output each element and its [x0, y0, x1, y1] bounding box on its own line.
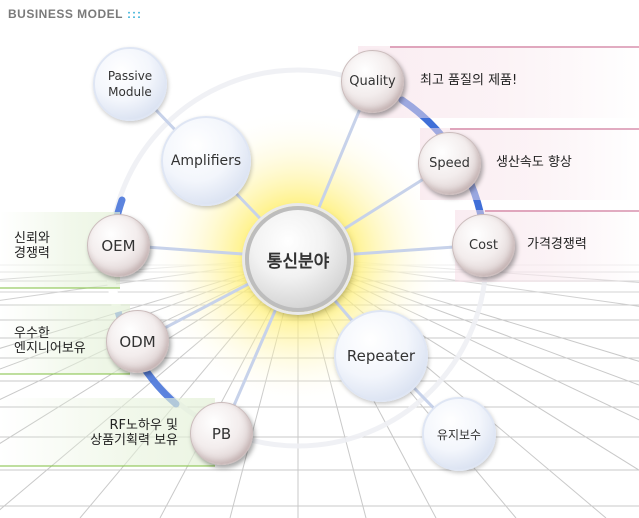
- pb-desc-line1: RF노하우 및: [109, 418, 178, 433]
- oem-desc-line1: 신뢰와: [14, 231, 50, 246]
- node-odm-label: ODM: [119, 332, 156, 351]
- node-amplifiers: Amplifiers: [161, 116, 251, 206]
- odm-desc-line2: 엔지니어보유: [14, 341, 86, 356]
- node-passive-module: Passive Module: [93, 47, 167, 121]
- quality-desc: 최고 품질의 제품!: [420, 73, 518, 88]
- oem-desc-line2: 경쟁력: [14, 246, 50, 261]
- node-maintenance-label: 유지보수: [436, 427, 482, 442]
- odm-desc: 우수한 엔지니어보유: [14, 326, 86, 356]
- center-node-label: 통신분야: [266, 251, 330, 272]
- node-maintenance: 유지보수: [422, 397, 496, 471]
- node-quality: Quality: [341, 50, 404, 113]
- cost-desc: 가격경쟁력: [527, 237, 587, 252]
- center-node-telecom: 통신분야: [245, 206, 351, 312]
- node-passive-module-line1: Passive: [107, 69, 153, 83]
- node-oem: OEM: [87, 214, 150, 277]
- oem-desc: 신뢰와 경쟁력: [14, 231, 50, 261]
- speed-desc: 생산속도 향상: [496, 155, 572, 170]
- odm-desc-line1: 우수한: [14, 326, 50, 341]
- node-quality-label: Quality: [349, 74, 396, 89]
- pb-desc: RF노하우 및 상품기획력 보유: [40, 418, 178, 448]
- node-repeater: Repeater: [334, 310, 428, 402]
- node-pb: PB: [190, 402, 253, 465]
- pb-desc-line2: 상품기획력 보유: [90, 433, 178, 448]
- page-title-text: BUSINESS MODEL: [8, 7, 124, 21]
- title-dots: :::: [127, 7, 143, 21]
- node-speed-label: Speed: [429, 156, 470, 171]
- node-cost-label: Cost: [469, 238, 498, 253]
- node-amplifiers-label: Amplifiers: [170, 153, 242, 169]
- page-title: BUSINESS MODEL:::: [8, 7, 142, 21]
- node-repeater-label: Repeater: [346, 347, 416, 365]
- node-pb-label: PB: [211, 424, 232, 443]
- node-passive-module-line2: Module: [108, 85, 152, 99]
- node-speed: Speed: [418, 132, 481, 195]
- node-oem-label: OEM: [101, 236, 136, 255]
- node-odm: ODM: [106, 310, 169, 373]
- node-cost: Cost: [452, 214, 515, 277]
